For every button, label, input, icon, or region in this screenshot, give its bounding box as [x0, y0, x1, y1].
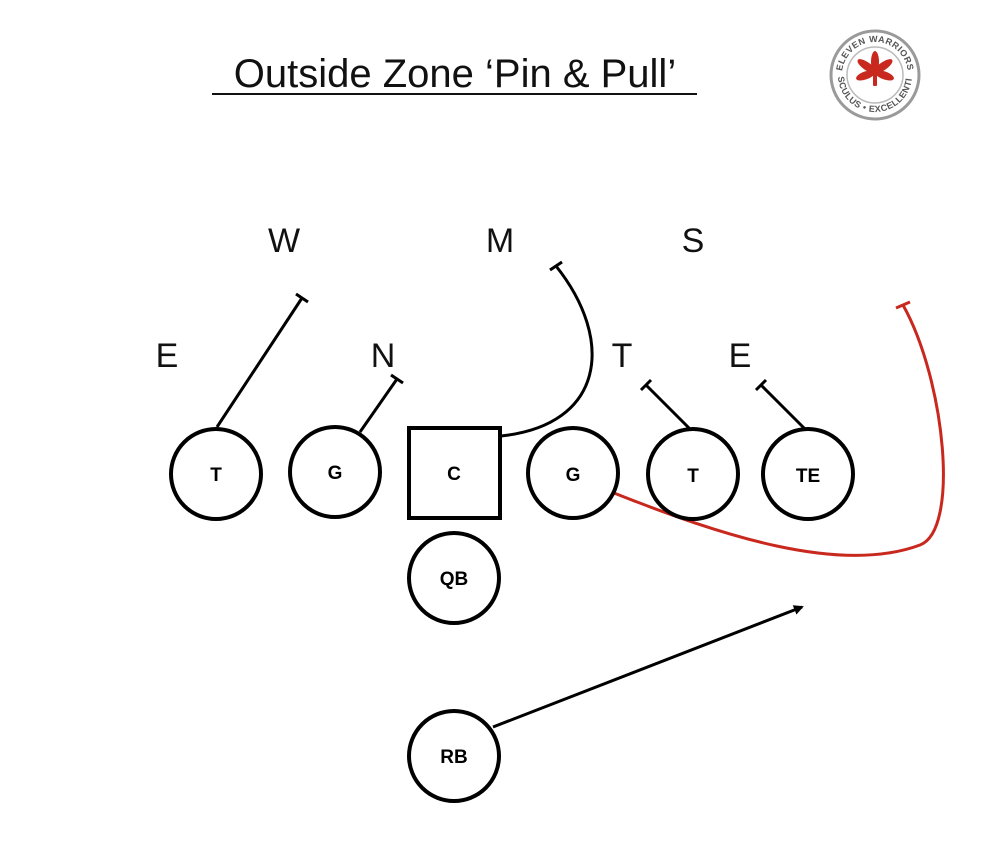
center-block-route [500, 260, 594, 438]
defender-w: W [268, 222, 300, 260]
quarterback: QB [407, 531, 501, 625]
rg-pull-route [613, 300, 945, 557]
defender-t: T [612, 337, 633, 375]
defender-e-left: E [156, 337, 179, 375]
quarterback-label: QB [440, 569, 469, 590]
lg-block-route [358, 373, 404, 433]
rt-block-route [639, 378, 693, 432]
defender-s: S [682, 222, 705, 260]
center-label: C [447, 464, 461, 485]
buckeye-leaf-icon [856, 51, 894, 86]
running-back: RB [407, 709, 501, 803]
center: C [407, 426, 502, 520]
defender-m: M [486, 222, 514, 260]
lt-block-route [215, 292, 309, 428]
diagram-title: Outside Zone ‘Pin & Pull’ [234, 52, 676, 96]
left-tackle-label: T [210, 465, 222, 486]
te-block-route [754, 378, 808, 432]
left-guard: G [288, 425, 382, 519]
left-guard-label: G [328, 463, 343, 484]
right-tackle: T [646, 427, 740, 521]
right-guard-label: G [566, 465, 581, 486]
tight-end-label: TE [796, 466, 820, 487]
tight-end: TE [761, 427, 855, 521]
running-back-label: RB [440, 747, 467, 768]
defender-e-right: E [729, 337, 752, 375]
right-guard: G [526, 426, 620, 520]
rb-run-route [492, 605, 804, 729]
left-tackle: T [169, 427, 263, 521]
defender-n: N [371, 337, 396, 375]
right-tackle-label: T [687, 466, 699, 487]
